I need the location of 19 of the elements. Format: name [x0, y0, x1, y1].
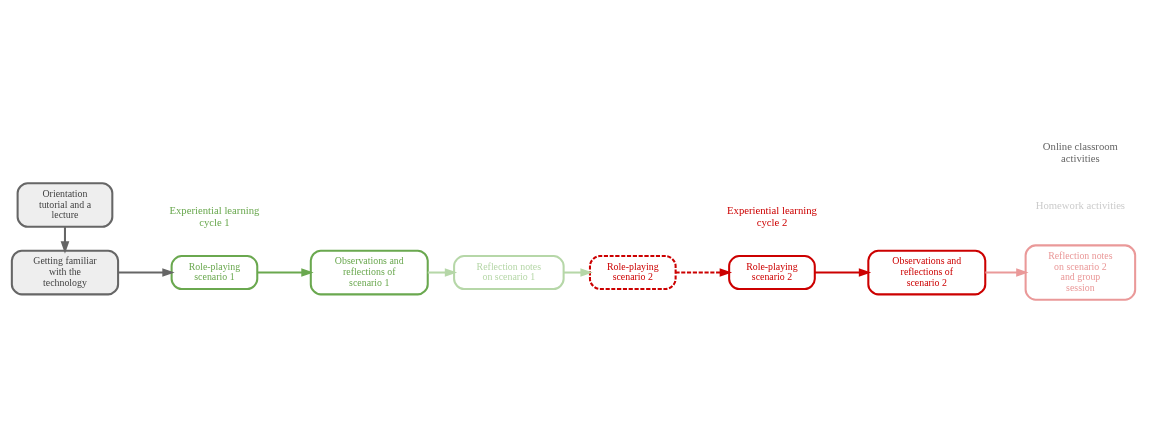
node-box: Reflection notes on scenario 2 and group session [1024, 243, 1137, 301]
arrow [118, 267, 175, 277]
node-box: Orientation tutorial and a lecture [16, 181, 114, 228]
node-box: Observations and reflections of scenario 2 [867, 249, 987, 295]
arrow [257, 267, 314, 277]
arrow [985, 267, 1029, 277]
node-box: Role-playing scenario 2 [728, 254, 816, 290]
arrow [675, 267, 733, 277]
arrow [815, 267, 872, 277]
node-box: Getting familiar with the technology [10, 249, 120, 295]
label: Experiential learning cycle 2 [727, 203, 817, 228]
node-box: Observations and reflections of scenario 1 [309, 249, 429, 295]
arrow [60, 226, 70, 254]
label: Online classroom activities [1042, 139, 1118, 164]
node-box: Role-playing scenario 2 [588, 254, 677, 290]
node-box: Role-playing scenario 1 [170, 254, 259, 290]
node-box: Reflection notes on scenario 1 [453, 254, 565, 290]
label: Experiential learning cycle 1 [169, 203, 260, 228]
arrow [427, 267, 458, 277]
